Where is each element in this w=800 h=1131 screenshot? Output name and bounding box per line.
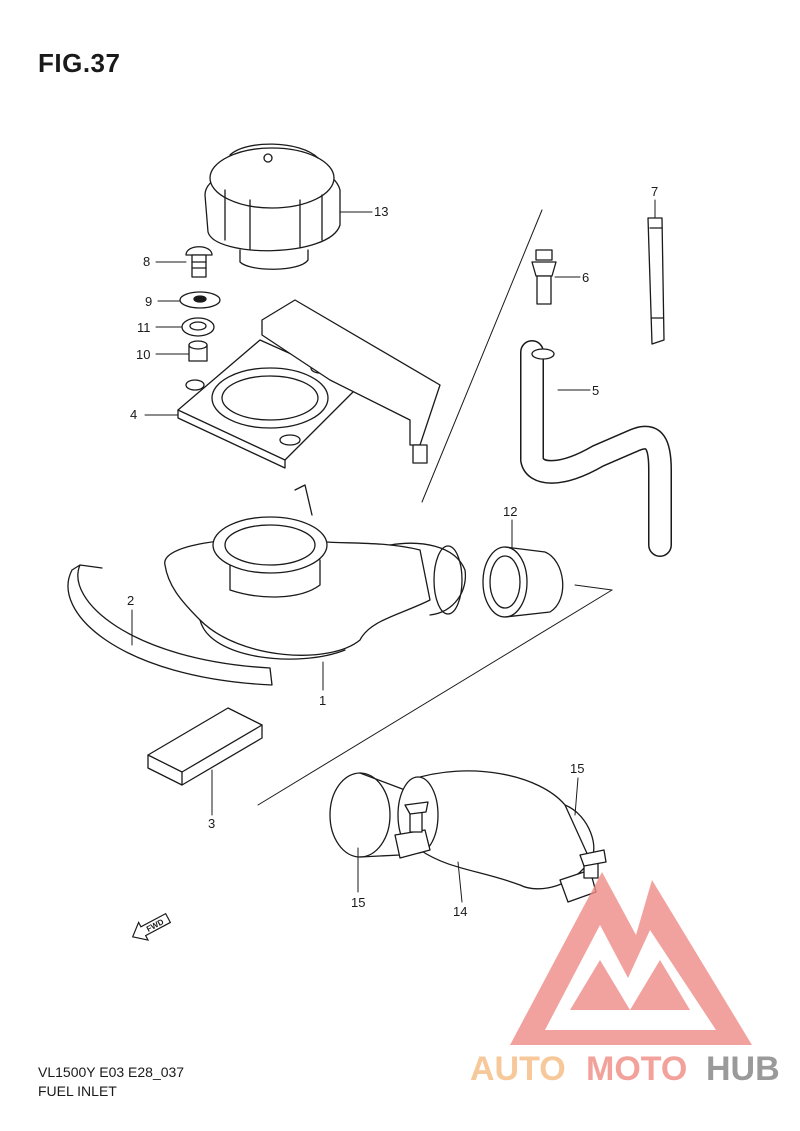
fuel-cap-part [204,143,341,270]
model-code: VL1500Y E03 E28_037 [38,1064,185,1080]
breather-fitting-part [531,249,557,305]
breather-hose-part [520,340,672,557]
callout-5: 5 [592,383,599,398]
callout-3: 3 [208,816,215,831]
figure-title: FIG.37 [38,48,121,78]
bracket-plate-part [177,299,441,469]
bolt-part [185,246,213,278]
watermark-part-hub: HUB [706,1050,780,1088]
callout-8: 8 [143,254,150,269]
callout-leader-lines [131,199,656,903]
hose-clamp-part [559,849,607,903]
cushion-pad-part [147,707,263,786]
callout-10: 10 [136,347,150,362]
callout-1: 1 [319,693,326,708]
callout-12: 12 [503,504,517,519]
assembly-guide-lines [257,209,613,806]
fuel-inlet-body-part [164,484,467,660]
strap-band-part [647,217,665,345]
callout-6: 6 [582,270,589,285]
callout-13: 13 [374,204,388,219]
watermark-part-auto: AUTO [470,1050,566,1088]
collar-part [188,340,208,362]
watermark-wordmark: AUTO MOTO HUB [470,1050,780,1088]
callout-15-right: 15 [570,761,584,776]
callout-15-left: 15 [351,895,365,910]
section-name: FUEL INLET [38,1083,117,1099]
forward-arrow-icon: FWD [131,912,172,941]
callout-11: 11 [137,320,151,335]
watermark-logo [510,872,752,1045]
watermark-part-moto: MOTO [586,1050,687,1088]
hose-connector-part [482,546,564,618]
seal-strip-part [67,564,273,686]
callout-7: 7 [651,184,658,199]
washer-part [179,291,221,309]
callout-14: 14 [453,904,467,919]
callout-9: 9 [145,294,152,309]
callout-2: 2 [127,593,134,608]
inlet-hose-part [329,770,595,890]
callout-4: 4 [130,407,137,422]
rubber-washer-part [181,317,215,337]
hose-clamp-part [394,801,431,859]
